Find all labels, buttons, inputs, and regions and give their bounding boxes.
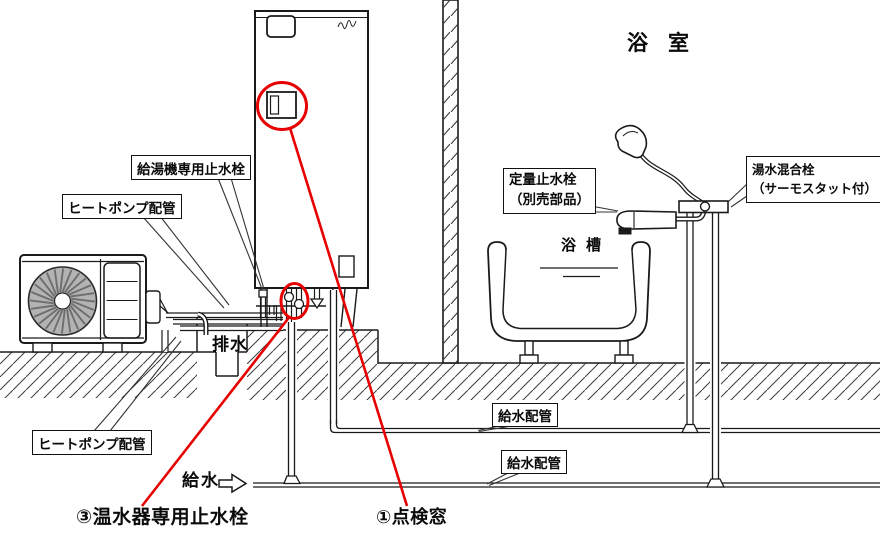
annotation-line-valve xyxy=(140,316,291,507)
supply-piping xyxy=(218,212,880,494)
service-valve xyxy=(258,289,268,318)
relief-drain-fitting xyxy=(309,288,325,310)
tub-feet xyxy=(519,340,634,364)
stop-valve-highlight xyxy=(279,282,310,320)
drain-label: 排水 xyxy=(212,335,248,355)
callout-quantity-stop-valve-line1: 定量止水栓 xyxy=(509,172,577,189)
shower-head xyxy=(614,124,648,159)
note-inspection-window: ①点検窓 xyxy=(376,507,448,528)
tee-fitting xyxy=(680,423,700,434)
control-panel xyxy=(266,15,296,38)
tee-fitting xyxy=(705,478,726,488)
tank-valves xyxy=(258,288,325,322)
callout-heater-stop-valve: 給湯機専用止水栓 xyxy=(131,155,251,180)
maker-logo-icon xyxy=(337,20,357,30)
bathtub xyxy=(487,241,651,364)
room-title: 浴室 xyxy=(627,31,709,55)
bathroom-wall xyxy=(442,0,459,364)
inspection-window-highlight xyxy=(256,81,308,131)
lower-panel xyxy=(338,255,355,278)
fan-icon xyxy=(27,266,98,336)
flow-arrow-icon xyxy=(218,473,248,494)
heat-pump-piping xyxy=(159,298,283,352)
callout-mixing-faucet-line1: 湯水混合栓 xyxy=(752,162,815,178)
inspection-window xyxy=(266,91,297,119)
faucet-fitting xyxy=(699,201,711,212)
bathtub-label: 浴槽 xyxy=(561,236,612,254)
heater-stop-valves xyxy=(283,288,305,322)
pipe-connection-box xyxy=(145,290,161,324)
mixing-faucet-assembly xyxy=(614,124,729,235)
tank-unit xyxy=(254,10,369,328)
water-supply-label: 給水 xyxy=(182,471,220,491)
unit-foot xyxy=(102,342,123,353)
callout-mixing-faucet-line2: （サーモスタット付） xyxy=(752,180,878,196)
note-stop-valve: ③温水器専用止水栓 xyxy=(76,506,249,528)
callout-quantity-stop-valve: 定量止水栓 （別売部品） xyxy=(503,168,596,214)
callout-quantity-stop-valve-line2: （別売部品） xyxy=(509,192,590,208)
callout-heat-pump-piping-lower: ヒートポンプ配管 xyxy=(32,430,152,455)
callout-heat-pump-piping-upper: ヒートポンプ配管 xyxy=(62,194,182,219)
callout-mixing-faucet: 湯水混合栓 （サーモスタット付） xyxy=(746,156,880,203)
callout-supply-pipe-lower: 給水配管 xyxy=(501,450,567,474)
side-grille xyxy=(103,262,141,339)
annotation-line-inspection xyxy=(288,127,409,507)
unit-foot xyxy=(32,342,53,353)
tee-fitting xyxy=(283,475,302,485)
red-annotations xyxy=(140,81,409,507)
quantity-stop-valve-spout xyxy=(616,210,677,235)
heat-pump-unit xyxy=(19,254,161,353)
callout-supply-pipe-upper: 給水配管 xyxy=(492,403,558,427)
